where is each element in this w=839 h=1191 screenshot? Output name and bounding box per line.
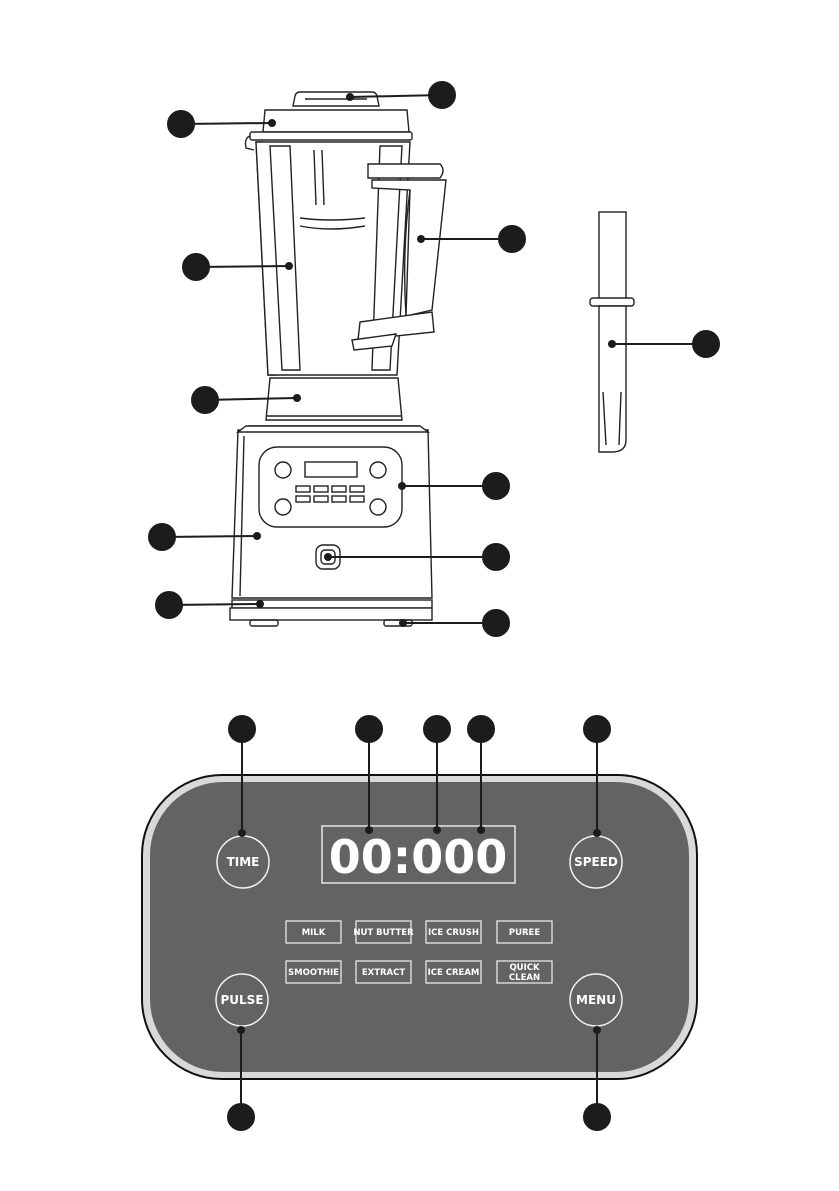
display: 00:000: [322, 826, 515, 884]
blender-illustration: [230, 92, 634, 626]
tamper: [590, 212, 634, 452]
program-ice-cream-label: ICE CREAM: [428, 968, 480, 978]
pulse-button-label: PULSE: [220, 993, 263, 1007]
body-control-panel: [259, 447, 402, 527]
program-smoothie-label: SMOOTHIE: [288, 968, 339, 978]
program-ice-crush-label: ICE CRUSH: [428, 928, 479, 938]
speed-button-label: SPEED: [574, 855, 618, 869]
display-readout: 00:000: [329, 830, 507, 884]
time-button-label: TIME: [227, 855, 260, 869]
lid-cap: [293, 92, 379, 106]
control-panel-closeup: 00:000 TIME SPEED PULSE MENU MILK NUT BU…: [142, 775, 697, 1079]
program-milk-label: MILK: [302, 928, 326, 938]
program-puree-label: PUREE: [509, 928, 540, 938]
program-nut-butter-label: NUT BUTTER: [353, 928, 414, 938]
program-extract-label: EXTRACT: [362, 968, 406, 978]
program-quick-clean-label-line2: CLEAN: [509, 973, 540, 983]
program-quick-clean-label-line1: QUICK: [509, 963, 540, 973]
menu-button-label: MENU: [576, 993, 616, 1007]
